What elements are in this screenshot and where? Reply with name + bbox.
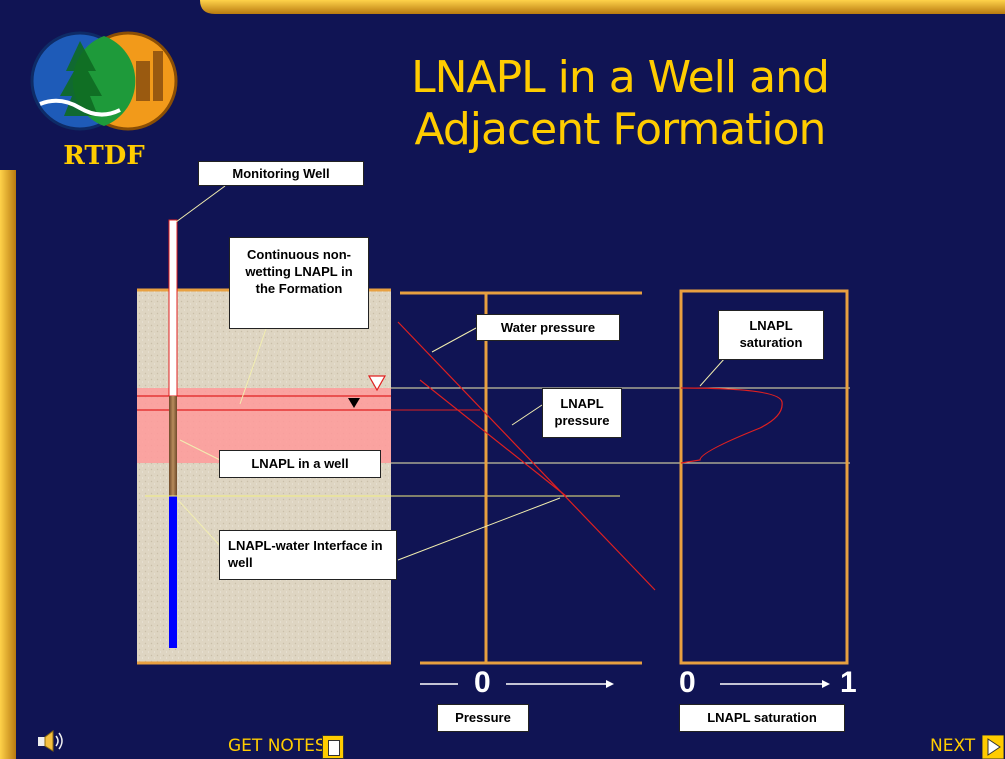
next-button[interactable]: NEXT	[930, 733, 1005, 759]
saturation-zero: 0	[679, 666, 696, 699]
speaker-icon[interactable]	[34, 728, 66, 754]
water-table-marker	[367, 375, 387, 392]
lnapl-pressure-line	[419, 379, 567, 497]
lnapl-in-well-label: LNAPL in a well	[219, 450, 381, 478]
well-lnapl-column	[169, 396, 177, 496]
lnapl-level-marker	[348, 398, 360, 408]
title-line-2: Adjacent Formation	[414, 104, 827, 155]
water-pressure-label: Water pressure	[476, 314, 620, 341]
rtdf-logo: RTDF	[30, 31, 178, 171]
well-casing-top	[168, 219, 178, 397]
document-icon	[322, 735, 344, 759]
lnapl-pressure-label: LNAPL pressure	[542, 388, 622, 438]
top-gold-bar	[200, 0, 1005, 14]
pressure-axis-label: Pressure	[437, 704, 529, 732]
lnapl-saturation-curve	[680, 387, 783, 464]
get-notes-button[interactable]: GET NOTES	[228, 733, 358, 759]
title-line-1: LNAPL in a Well and	[411, 52, 830, 103]
left-gold-bar	[0, 170, 16, 759]
slide-title: LNAPL in a Well and Adjacent Formation	[360, 52, 880, 156]
continuous-lnapl-label: Continuous non-wetting LNAPL in the Form…	[229, 237, 369, 329]
pressure-zero: 0	[474, 666, 491, 699]
logo-text: RTDF	[63, 141, 145, 171]
get-notes-label: GET NOTES	[228, 736, 326, 756]
monitoring-well-label: Monitoring Well	[198, 161, 364, 186]
next-label: NEXT	[930, 736, 976, 756]
saturation-axis-label: LNAPL saturation	[679, 704, 845, 732]
lnapl-saturation-label: LNAPL saturation	[718, 310, 824, 360]
interface-label: LNAPL-water Interface in well	[219, 530, 397, 580]
saturation-one: 1	[840, 666, 857, 699]
well-water-column	[169, 496, 177, 648]
play-arrow-icon	[982, 735, 1004, 759]
water-pressure-line	[397, 321, 656, 591]
